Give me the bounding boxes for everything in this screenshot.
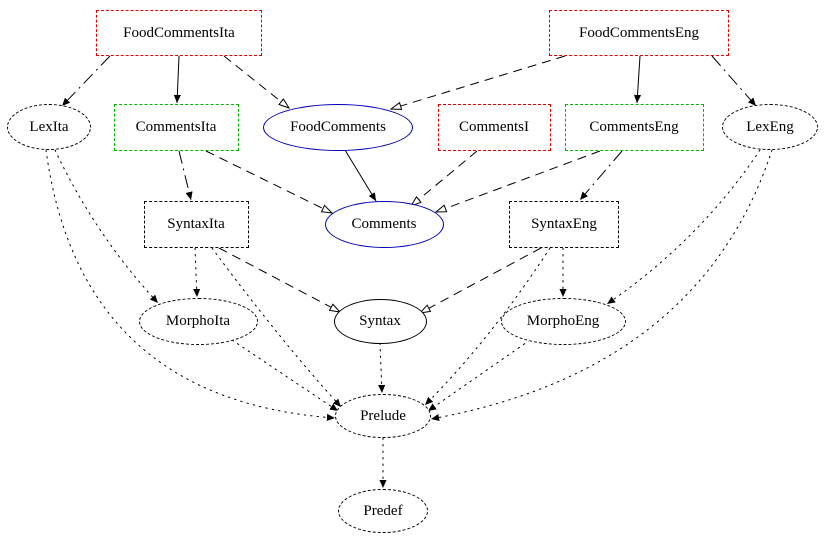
- edge-LexEng-Prelude: [430, 149, 773, 422]
- node-FoodComments: FoodComments: [263, 103, 413, 151]
- node-Comments: Comments: [324, 200, 444, 248]
- edge-LexIta-Prelude: [45, 149, 336, 422]
- edge-Syntax-Prelude: [378, 342, 386, 394]
- edge-MorphoIta-Prelude: [231, 339, 339, 412]
- node-label-SyntaxIta: SyntaxIta: [167, 215, 225, 232]
- node-CommentsEng: CommentsEng: [564, 103, 704, 151]
- edge-CommentsI-Comments: [411, 150, 478, 206]
- node-label-Comments: Comments: [351, 215, 417, 232]
- edge-SyntaxIta-Prelude: [211, 247, 342, 408]
- node-FoodCommentsEng: FoodCommentsEng: [549, 10, 729, 56]
- node-label-CommentsI: CommentsI: [459, 118, 529, 135]
- edge-MorphoEng-Prelude: [427, 339, 531, 412]
- edge-CommentsIta-Comments: [205, 150, 332, 213]
- edge-SyntaxIta-MorphoIta: [193, 247, 201, 298]
- node-SyntaxEng: SyntaxEng: [509, 200, 619, 248]
- edge-SyntaxEng-Prelude: [424, 247, 551, 406]
- node-label-SyntaxEng: SyntaxEng: [531, 215, 597, 232]
- node-label-MorphoEng: MorphoEng: [526, 312, 600, 329]
- node-MorphoEng: MorphoEng: [500, 297, 626, 345]
- node-LexEng: LexEng: [722, 104, 818, 150]
- edge-FoodCommentsIta-FoodComments: [223, 55, 289, 108]
- edge-FoodCommentsIta-CommentsIta: [173, 55, 181, 104]
- edge-FoodCommentsEng-CommentsEng: [633, 55, 642, 104]
- node-label-Prelude: Prelude: [360, 407, 406, 424]
- node-label-Syntax: Syntax: [359, 312, 401, 329]
- edge-SyntaxEng-Syntax: [420, 247, 542, 313]
- node-CommentsIta: CommentsIta: [113, 103, 239, 151]
- node-Predef: Predef: [338, 489, 428, 533]
- node-label-LexEng: LexEng: [746, 118, 794, 135]
- edge-SyntaxIta-Syntax: [218, 247, 340, 312]
- edge-FoodComments-Comments: [344, 149, 377, 202]
- node-MorphoIta: MorphoIta: [138, 297, 258, 345]
- node-label-FoodCommentsEng: FoodCommentsEng: [578, 24, 699, 41]
- edge-FoodCommentsEng-FoodComments: [391, 55, 566, 109]
- edge-FoodCommentsEng-LexEng: [711, 55, 757, 107]
- node-label-CommentsIta: CommentsIta: [135, 118, 217, 135]
- edge-CommentsEng-SyntaxEng: [579, 150, 623, 201]
- node-label-MorphoIta: MorphoIta: [165, 312, 231, 329]
- node-label-Predef: Predef: [363, 502, 403, 519]
- node-FoodCommentsIta: FoodCommentsIta: [96, 10, 262, 56]
- node-CommentsI: CommentsI: [437, 103, 551, 151]
- node-label-FoodCommentsIta: FoodCommentsIta: [123, 24, 235, 41]
- node-Prelude: Prelude: [335, 394, 431, 438]
- node-LexIta: LexIta: [7, 104, 91, 150]
- node-label-LexIta: LexIta: [29, 118, 69, 135]
- node-label-CommentsEng: CommentsEng: [589, 118, 679, 135]
- edge-LexIta-MorphoIta: [54, 149, 159, 304]
- node-Syntax: Syntax: [333, 298, 427, 344]
- edge-CommentsIta-SyntaxIta: [178, 150, 193, 201]
- node-SyntaxIta: SyntaxIta: [143, 200, 249, 248]
- node-label-FoodComments: FoodComments: [290, 118, 386, 135]
- edge-LexEng-MorphoEng: [606, 149, 761, 305]
- edge-FoodCommentsIta-LexIta: [61, 55, 111, 107]
